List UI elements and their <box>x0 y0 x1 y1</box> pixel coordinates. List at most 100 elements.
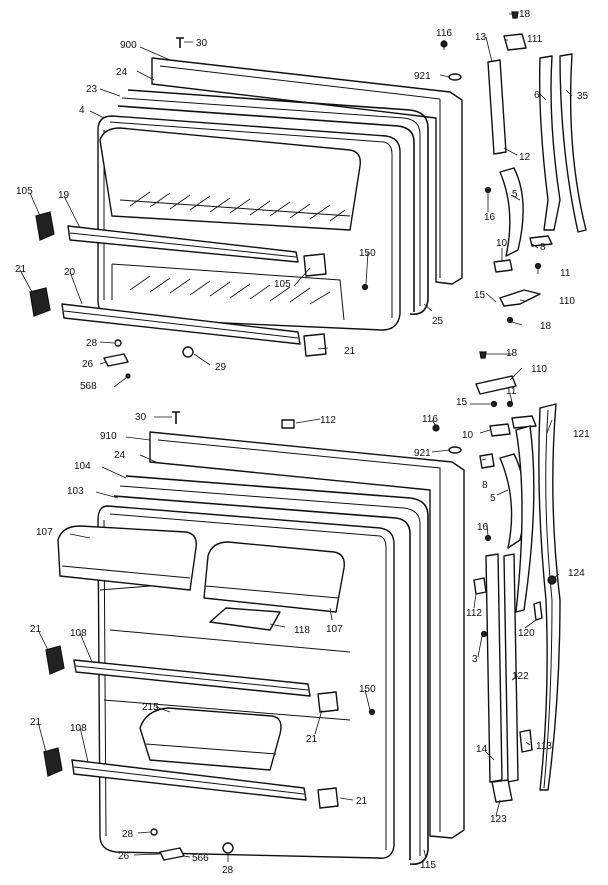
freezer-shelf-ribs <box>129 191 346 222</box>
freezer-screw-16 <box>484 186 492 194</box>
fresh-shelf-bar-upper-line <box>75 665 309 691</box>
part-label: 124 <box>568 568 585 579</box>
fresh-handle-121 <box>538 403 561 791</box>
freezer-trim-35 <box>559 53 587 233</box>
part-label: 18 <box>506 348 518 359</box>
fresh-part-112 <box>473 577 487 595</box>
freezer-hinge-110 <box>499 289 541 307</box>
part-label: 116 <box>436 28 452 39</box>
freezer-screw-11 <box>534 262 542 270</box>
part-label: 13 <box>475 32 487 43</box>
part-label: 8 <box>540 242 546 253</box>
freezer-clip-105 <box>303 253 327 277</box>
freezer-screw-30 <box>176 37 184 48</box>
freezer-hinge-strip-13 <box>487 59 507 155</box>
fresh-plug-28 <box>150 828 158 836</box>
part-label: 5 <box>490 493 496 504</box>
part-label: 29 <box>215 362 227 373</box>
part-label: 120 <box>518 628 535 639</box>
part-label: 116 <box>422 414 438 425</box>
part-label: 21 <box>15 264 27 275</box>
part-label: 104 <box>74 461 91 472</box>
fresh-tray-118 <box>209 607 281 631</box>
fresh-washer-10 <box>489 423 511 437</box>
part-label: 215 <box>142 702 159 713</box>
part-label: 113 <box>536 741 552 752</box>
part-label: 921 <box>414 448 431 459</box>
part-label: 11 <box>560 268 571 279</box>
part-label: 24 <box>114 450 126 461</box>
freezer-lower-recess <box>111 263 345 321</box>
fresh-clip-21-lower <box>317 787 339 809</box>
part-label: 8 <box>482 480 488 491</box>
part-label: 28 <box>222 865 234 876</box>
part-label: 21 <box>30 624 42 635</box>
freezer-shelf-bar-upper <box>67 225 299 263</box>
part-label: 16 <box>477 522 489 533</box>
fresh-part-123 <box>491 779 513 803</box>
fresh-washer-28 <box>222 842 234 854</box>
part-label: 21 <box>344 346 356 357</box>
fresh-bin-215-line <box>145 743 277 755</box>
freezer-clip-21 <box>303 333 327 357</box>
freezer-handle-5 <box>499 167 524 257</box>
part-label: 108 <box>70 723 87 734</box>
fresh-screw-15 <box>490 400 498 408</box>
freezer-bushing-921 <box>448 73 462 81</box>
part-label: 123 <box>490 814 507 825</box>
part-label: 122 <box>512 671 529 682</box>
part-label: 3 <box>472 654 478 665</box>
part-label: 105 <box>16 186 33 197</box>
part-label: 105 <box>274 279 291 290</box>
fresh-bin-107-right-line <box>205 585 339 599</box>
freezer-shelf-bar-upper-line <box>69 232 297 258</box>
part-label: 118 <box>294 625 310 636</box>
fresh-gasket-outer <box>125 475 429 866</box>
fresh-screw-30 <box>172 411 180 424</box>
part-label: 35 <box>577 91 589 102</box>
part-label: 921 <box>414 71 431 82</box>
fresh-bin-107-left-line <box>61 565 191 579</box>
freezer-left-bracket-105 <box>35 211 55 241</box>
freezer-screw-18-top <box>511 11 519 19</box>
part-label: 568 <box>80 381 97 392</box>
part-label: 23 <box>86 84 98 95</box>
leader-lines <box>19 13 573 862</box>
fresh-strip-122 <box>503 553 519 783</box>
part-label: 112 <box>466 608 482 619</box>
part-label: 30 <box>196 38 208 49</box>
freezer-gasket-outer <box>127 89 429 316</box>
part-label: 150 <box>359 684 376 695</box>
part-label: 26 <box>118 851 130 862</box>
freezer-shelf-line <box>119 199 351 217</box>
fresh-part-112-top <box>281 419 295 429</box>
part-label: 103 <box>67 486 84 497</box>
part-label: 25 <box>432 316 444 327</box>
part-label: 21 <box>356 796 368 807</box>
fresh-hinge-110 <box>475 375 517 395</box>
part-label: 21 <box>306 734 318 745</box>
freezer-left-bracket-21 <box>29 287 51 317</box>
fresh-screw-18 <box>479 351 487 359</box>
part-label: 4 <box>79 105 85 116</box>
part-label: 107 <box>36 527 53 538</box>
freezer-outer-panel <box>151 57 463 285</box>
freezer-bracket-111 <box>503 33 527 51</box>
fresh-bin-215 <box>139 707 282 771</box>
freezer-upper-recess <box>99 127 361 231</box>
part-label: 26 <box>82 359 94 370</box>
fresh-part-113 <box>519 729 533 753</box>
fresh-screw-11 <box>506 400 514 408</box>
fresh-gasket-inner <box>113 495 411 860</box>
fresh-shelf-bar-lower-line <box>73 766 305 795</box>
part-label: 28 <box>86 338 98 349</box>
freezer-washer-29 <box>182 346 194 358</box>
part-label: 20 <box>64 267 76 278</box>
freezer-plug-28 <box>114 339 122 347</box>
fresh-gasket-mid <box>119 485 421 856</box>
freezer-shelf-bar-lower-line <box>63 310 299 339</box>
fresh-screw-116 <box>432 424 440 432</box>
part-label: 11 <box>506 386 517 397</box>
